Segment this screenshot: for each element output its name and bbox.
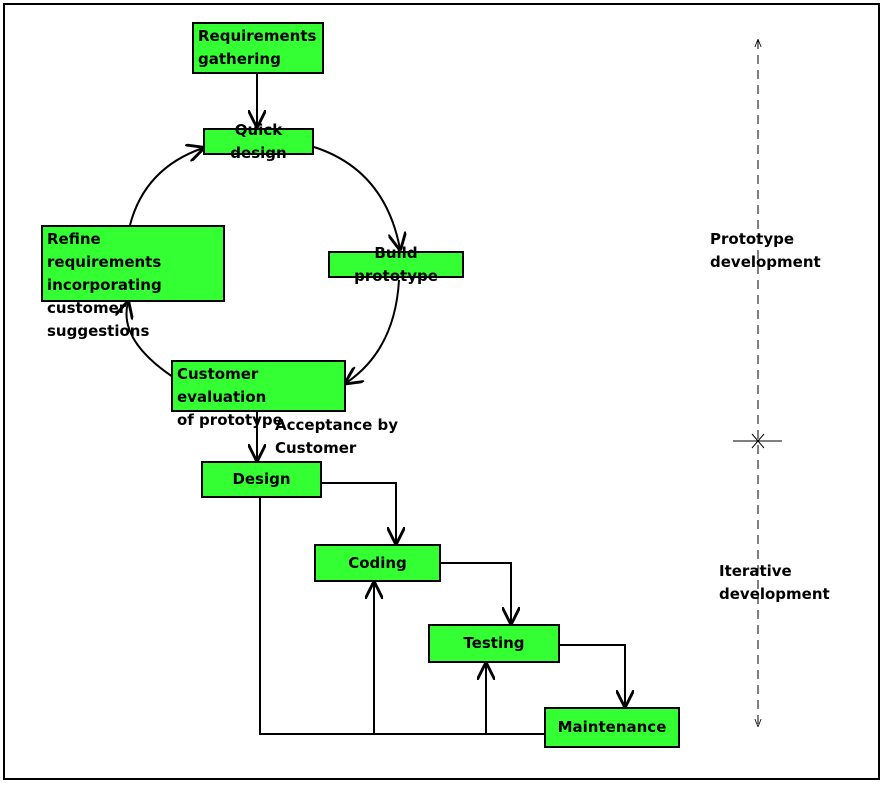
iterative-development-label: Iterative development <box>719 562 830 603</box>
arrow-refine-to-quick <box>129 148 203 226</box>
customer-evaluation-box: Customer evaluation of prototype <box>171 360 346 429</box>
quick-design-box: Quick design <box>203 121 314 162</box>
arrow-testing-to-maintenance <box>559 644 625 706</box>
build-prototype-box: Build prototype <box>328 244 464 285</box>
prototype-development-label: Prototype development <box>710 230 821 271</box>
arrow-eval-to-refine <box>126 302 174 378</box>
coding-box: Coding <box>314 544 441 582</box>
feedback-line <box>259 498 545 735</box>
arrow-build-to-eval <box>346 279 400 383</box>
arrow-quick-to-build <box>313 146 400 249</box>
arrow-coding-to-testing <box>440 562 511 623</box>
design-box: Design <box>201 461 322 498</box>
arrow-design-to-coding <box>322 482 396 543</box>
testing-box: Testing <box>428 624 560 663</box>
maintenance-box: Maintenance <box>544 707 680 748</box>
acceptance-label: Acceptance by Customer <box>275 416 399 457</box>
refine-requirements-box: Refine requirements incorporating custom… <box>41 225 225 340</box>
requirements-gathering-box: Requirements gathering <box>192 22 324 74</box>
divider-cross-b <box>751 433 765 449</box>
